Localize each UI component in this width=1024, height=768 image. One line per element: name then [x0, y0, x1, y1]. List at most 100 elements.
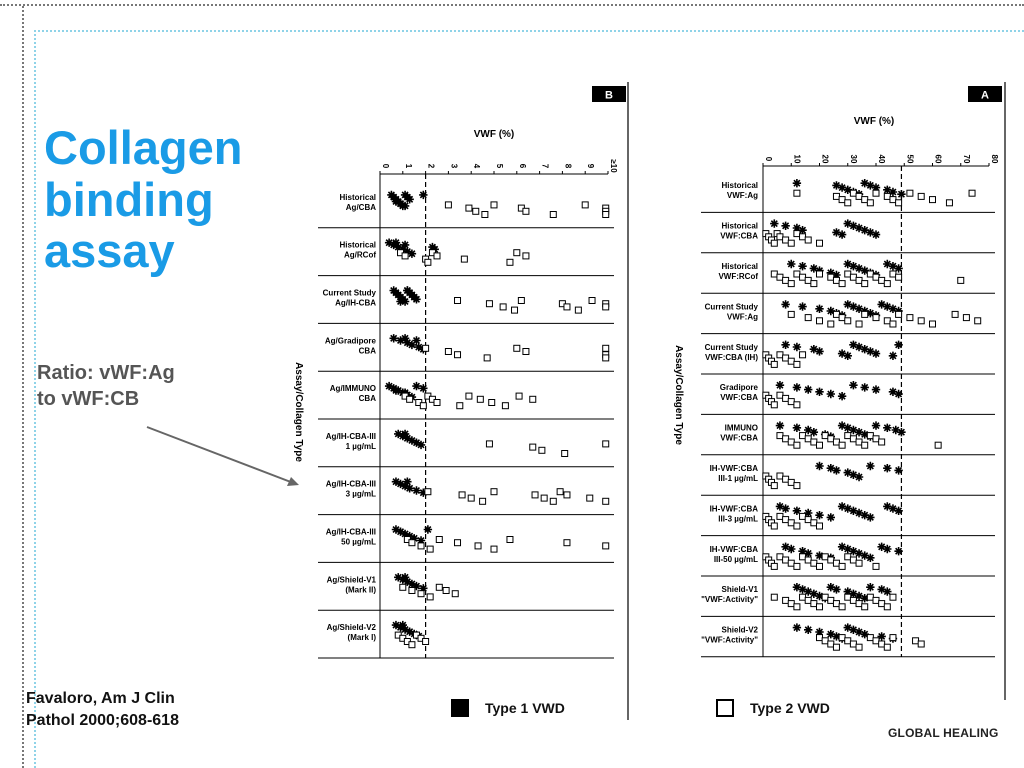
type2-square-point: [861, 603, 869, 611]
outer-frame-top: [0, 4, 1024, 6]
type1-star-point: [792, 383, 802, 392]
category-label: (Mark II): [345, 585, 376, 594]
type2-square-point: [872, 596, 880, 604]
type1-star-point: [391, 620, 401, 630]
type2-square-point: [485, 300, 493, 308]
type2-square-point: [872, 562, 880, 570]
type2-square-point: [821, 593, 829, 601]
category-label: (Mark I): [348, 633, 377, 642]
type2-square-point: [401, 252, 409, 260]
type2-square-point: [770, 593, 778, 601]
type2-square-point: [787, 357, 795, 365]
type2-square-point: [417, 542, 425, 550]
type1-star-point: [854, 264, 864, 273]
type2-square-point: [485, 440, 493, 448]
type2-square-point: [832, 559, 840, 567]
type2-square-point: [488, 399, 496, 406]
type1-star-point: [843, 185, 852, 194]
type1-star-point: [396, 527, 405, 536]
type2-square-point: [804, 596, 812, 604]
type2-square-point: [816, 522, 823, 530]
type1-star-point: [423, 525, 433, 534]
type1-star-point: [826, 268, 835, 277]
type2-square-point: [878, 276, 886, 284]
type2-square-point: [424, 258, 432, 266]
type2-square-point: [951, 310, 959, 318]
outer-frame-left: [22, 6, 24, 768]
category-label: Ag/IH-CBA-III: [326, 432, 376, 441]
type2-square-point: [426, 593, 434, 601]
type2-square-point: [929, 196, 936, 204]
type1-star-point: [860, 226, 869, 235]
type1-star-point: [792, 506, 802, 515]
type2-square-point: [821, 432, 829, 440]
type1-star-point: [866, 461, 875, 471]
panel-tag-box: [968, 86, 1002, 102]
type1-star-point: [883, 587, 892, 596]
category-label: III-50 µg/mL: [714, 555, 758, 564]
type2-square-point: [816, 634, 823, 642]
type2-square-point: [782, 435, 790, 443]
type2-square-point: [602, 542, 610, 550]
type2-square-point: [776, 432, 784, 440]
type2-square-point: [917, 640, 925, 648]
type2-square-point: [793, 603, 801, 611]
type2-square-point: [810, 600, 818, 608]
type1-star-point: [883, 544, 892, 554]
type1-star-point: [883, 185, 892, 194]
type2-square-point: [889, 593, 897, 601]
type1-star-point: [403, 577, 412, 586]
category-label: VWF:CBA: [720, 232, 758, 241]
type1-star-point: [826, 464, 835, 473]
type1-star-point: [837, 542, 847, 551]
type2-square-point: [563, 539, 571, 547]
type1-star-point: [403, 286, 412, 295]
type1-star-point: [826, 513, 835, 522]
type1-star-point: [396, 479, 405, 489]
type1-star-point: [832, 632, 841, 641]
type2-square-point: [422, 638, 430, 645]
type2-square-point: [506, 536, 514, 543]
type1-star-point: [809, 589, 819, 598]
category-label: VWF:Ag: [727, 191, 758, 200]
type2-square-point: [793, 401, 801, 409]
type2-square-point: [934, 441, 942, 449]
type2-square-point: [588, 297, 596, 304]
type1-star-point: [866, 309, 875, 318]
type1-star-point: [815, 461, 824, 471]
type2-square-point: [917, 317, 925, 325]
type2-square-point: [787, 519, 795, 527]
type1-star-point: [798, 547, 807, 556]
type1-star-point: [384, 381, 394, 391]
type1-star-point: [804, 587, 813, 596]
type2-square-point: [474, 542, 482, 550]
category-label: Ag/IH-CBA: [335, 299, 376, 308]
panel-tag-box: [592, 86, 626, 102]
type1-star-point: [843, 300, 852, 309]
category-label: Ag/CBA: [346, 203, 376, 212]
type2-square-point: [838, 196, 846, 204]
category-label: "VWF:Activity": [701, 636, 758, 645]
type1-star-point: [412, 438, 421, 447]
type1-star-point: [775, 421, 785, 430]
type1-star-point: [849, 506, 858, 515]
type1-star-point: [815, 551, 824, 560]
legend-type2: Type 2 VWD: [716, 699, 830, 717]
type2-square-point: [804, 516, 812, 524]
type1-star-point: [403, 338, 412, 347]
type1-star-point: [837, 183, 847, 192]
type2-square-point: [433, 252, 441, 260]
type2-square-point: [872, 637, 880, 645]
type1-star-point: [419, 488, 428, 497]
y-axis-label: Assay/Collagen Type: [673, 345, 684, 445]
type1-star-point: [394, 242, 403, 252]
type2-square-point: [602, 497, 610, 505]
type1-star-point: [860, 630, 869, 639]
type1-star-point: [832, 228, 841, 237]
type2-square-point: [793, 360, 801, 368]
type2-square-point: [832, 600, 840, 608]
type2-square-point: [467, 494, 475, 502]
type2-square-point: [499, 303, 507, 311]
type2-square-point: [849, 640, 857, 648]
